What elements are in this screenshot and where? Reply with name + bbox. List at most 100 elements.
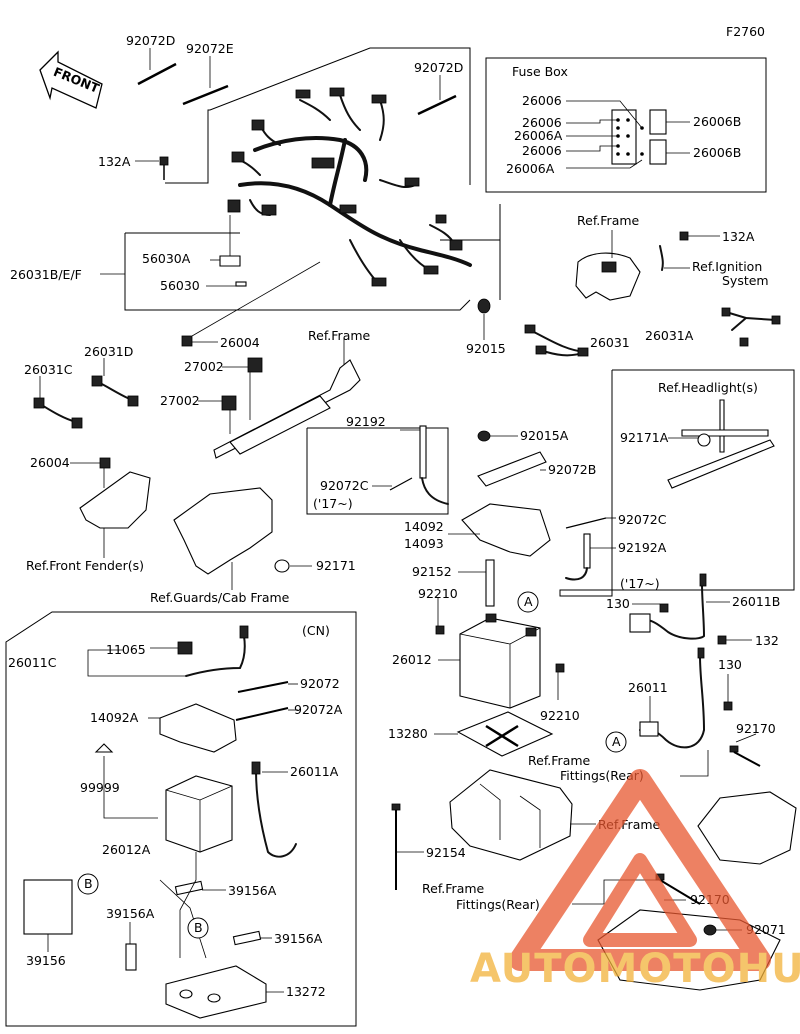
- label-26011: 26011: [628, 680, 668, 695]
- ref-front-fender: Ref.Front Fender(s): [26, 558, 144, 573]
- cn-variant-panel: (CN) B B: [5, 611, 357, 1027]
- label-92072d-a: 92072D: [126, 33, 175, 48]
- figure-code: F2760: [726, 24, 765, 39]
- label-92210-b: 92210: [540, 708, 580, 723]
- label-27002-b: 27002: [160, 393, 200, 408]
- label-26011b: 26011B: [732, 594, 780, 609]
- label-92072a: 92072A: [294, 702, 343, 717]
- bolt-132a: [135, 156, 169, 180]
- ref-guards: Ref.Guards/Cab Frame: [150, 590, 290, 605]
- guards-cab-frame-ref: [173, 487, 312, 590]
- front-arrow: FRONT: [39, 50, 103, 109]
- label-92171: 92171: [316, 558, 356, 573]
- front-fender-ref: [70, 457, 151, 558]
- label-26031a: 26031A: [645, 328, 694, 343]
- label-132a-a: 132A: [98, 154, 131, 169]
- rear-fitting-panel: [697, 791, 797, 865]
- label-92072c-b: 92072C: [618, 512, 667, 527]
- label-39156a-2: 39156A: [106, 906, 155, 921]
- fuse-label-2: 26006: [522, 115, 562, 130]
- marker-b-1: B: [84, 876, 93, 891]
- grommet-92015: [477, 298, 491, 340]
- bracket-56030a: [210, 215, 241, 267]
- cable-26011: A: [605, 647, 733, 753]
- label-92071: 92071: [746, 922, 786, 937]
- label-132: 132: [755, 633, 779, 648]
- label-92072c-a: 92072C: [320, 478, 369, 493]
- sub-harness-26031d: [91, 358, 139, 407]
- label-26031: 26031: [590, 335, 630, 350]
- label-39156: 39156: [26, 953, 66, 968]
- label-11065: 11065: [106, 642, 146, 657]
- label-92192: 92192: [346, 414, 386, 429]
- cable-tie-92072d-b: [417, 75, 457, 116]
- label-14093: 14093: [404, 536, 444, 551]
- label-14092: 14092: [404, 519, 444, 534]
- fuse-label-r2: 26006B: [693, 145, 741, 160]
- label-56030a: 56030A: [142, 251, 191, 266]
- watermark-text: AUTOMOTOHUB: [470, 946, 800, 992]
- label-92072: 92072: [300, 676, 340, 691]
- label-92171a: 92171A: [620, 430, 669, 445]
- fuse-label-3: 26006A: [514, 128, 563, 143]
- battery-26012: A: [435, 591, 565, 709]
- label-26031bef: 26031B/E/F: [10, 267, 82, 282]
- ref-ignition-line2: System: [722, 273, 769, 288]
- marker-a-2: A: [612, 734, 621, 749]
- label-92072e: 92072E: [186, 41, 234, 56]
- bolt-92170-a: [680, 733, 761, 777]
- label-92210-a: 92210: [418, 586, 458, 601]
- label-13280: 13280: [388, 726, 428, 741]
- cable-tie-92072e: [182, 56, 229, 106]
- label-130-a: 130: [606, 596, 630, 611]
- label-26031d: 26031D: [84, 344, 133, 359]
- label-99999: 99999: [80, 780, 120, 795]
- ref-ignition-line1: Ref.Ignition: [692, 259, 762, 274]
- fuse-label-4: 26006: [522, 143, 562, 158]
- fuse-box-title: Fuse Box: [512, 64, 568, 79]
- label-39156a-3: 39156A: [274, 931, 323, 946]
- label-132a-b: 132A: [722, 229, 755, 244]
- cn-title: (CN): [302, 623, 330, 638]
- label-26011c: 26011C: [8, 655, 57, 670]
- cable-26011b: [629, 573, 752, 645]
- label-130-b: 130: [718, 657, 742, 672]
- ref-frame-e: Ref.Frame: [422, 881, 485, 896]
- fuse-label-1: 26006: [522, 93, 562, 108]
- ref-fittings-b: Fittings(Rear): [456, 897, 540, 912]
- ref-fittings-a: Fittings(Rear): [560, 768, 644, 783]
- label-92015: 92015: [466, 341, 506, 356]
- marker-a-1: A: [524, 594, 533, 609]
- label-92192a: 92192A: [618, 540, 667, 555]
- watermark-logo: AUTOMOTOHUB: [470, 769, 800, 992]
- headlight-bracket-group: [559, 369, 795, 597]
- sub-harness-26031a: [721, 307, 781, 347]
- main-wiring-harness: [227, 87, 472, 287]
- fuse-label-r1: 26006B: [693, 114, 741, 129]
- ref-frame-c: Ref.Frame: [528, 753, 591, 768]
- label-56030: 56030: [160, 278, 200, 293]
- harness-group-outline: [124, 47, 501, 311]
- label-26011a: 26011A: [290, 764, 339, 779]
- bracket-56030: [206, 281, 247, 287]
- label-39156a-1: 39156A: [228, 883, 277, 898]
- connector-26004-a: [181, 261, 321, 347]
- ref-frame-a: Ref.Frame: [577, 213, 640, 228]
- label-27002-a: 27002: [184, 359, 224, 374]
- fuse-label-5: 26006A: [506, 161, 555, 176]
- frame-rail-ref: [213, 338, 361, 459]
- ref-frame-b: Ref.Frame: [308, 328, 371, 343]
- bolt-92154: [391, 803, 424, 890]
- ref-headlight: Ref.Headlight(s): [658, 380, 758, 395]
- cargo-frame-ref: [449, 769, 596, 861]
- label-26004-a: 26004: [220, 335, 260, 350]
- label-14092a: 14092A: [90, 710, 139, 725]
- label-13272: 13272: [286, 984, 326, 999]
- label-92015a: 92015A: [520, 428, 569, 443]
- label-92072b: 92072B: [548, 462, 596, 477]
- label-92152: 92152: [412, 564, 452, 579]
- label-26012: 26012: [392, 652, 432, 667]
- cable-tie-92072d: [137, 48, 177, 86]
- sub-harness-26031c: [33, 376, 83, 429]
